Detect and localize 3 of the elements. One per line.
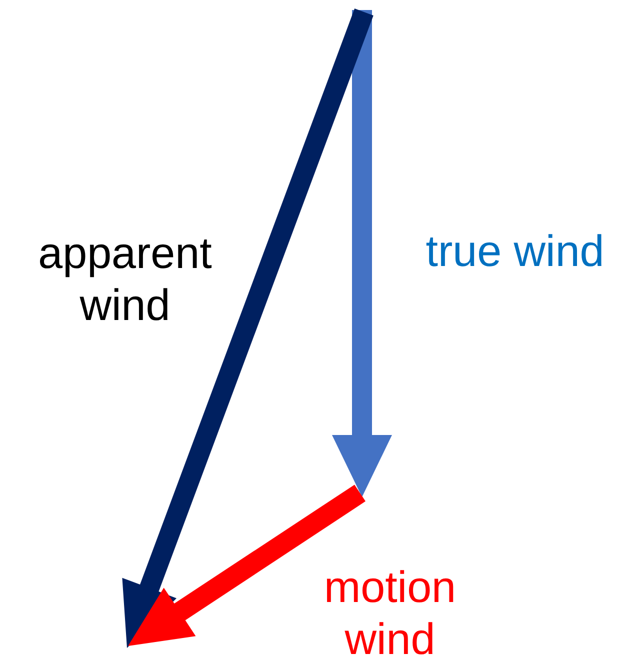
vector-label: motion wind	[322, 562, 458, 666]
vector-label: apparent wind	[37, 228, 213, 332]
vector-label: true wind	[424, 226, 606, 278]
